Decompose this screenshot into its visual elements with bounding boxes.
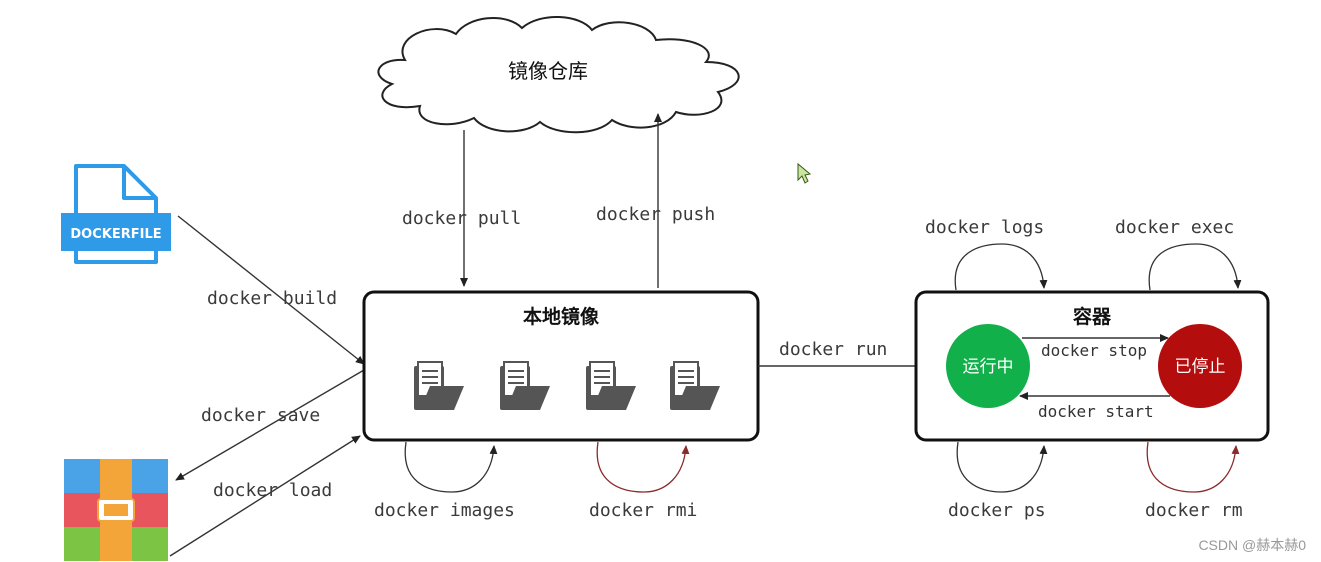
- save-arrow: [175, 369, 365, 481]
- local-images-box: 本地镜像: [362, 290, 760, 442]
- rm-loop-arrow: [1146, 441, 1240, 493]
- pull-command-label: docker pull: [402, 208, 521, 229]
- registry-cloud: 镜像仓库: [377, 16, 740, 134]
- mouse-cursor-icon: [797, 162, 812, 184]
- running-state-circle: [946, 324, 1030, 408]
- load-arrow: [169, 435, 361, 557]
- build-arrow: [177, 215, 365, 365]
- folder-doc-icon: [414, 361, 464, 410]
- folder-doc-icon: [670, 361, 720, 410]
- folder-doc-icon: [500, 361, 550, 410]
- stop-command-label: docker stop: [1041, 341, 1147, 360]
- dockerfile-label: DOCKERFILE: [70, 227, 161, 242]
- registry-label: 镜像仓库: [508, 59, 588, 83]
- ps-loop-arrow: [956, 441, 1048, 493]
- images-command-label: docker images: [374, 500, 515, 521]
- start-command-label: docker start: [1038, 402, 1154, 421]
- running-state-label: 运行中: [963, 357, 1014, 377]
- push-command-label: docker push: [596, 204, 715, 225]
- container-title: 容器: [1073, 305, 1112, 328]
- ps-command-label: docker ps: [948, 500, 1046, 521]
- run-command-label: docker run: [779, 339, 887, 360]
- load-command-label: docker load: [213, 480, 332, 501]
- images-loop-arrow: [404, 441, 498, 493]
- save-command-label: docker save: [201, 405, 320, 426]
- build-command-label: docker build: [207, 288, 337, 309]
- watermark-text: CSDN @赫本赫0: [1198, 537, 1306, 553]
- folder-doc-icon: [586, 361, 636, 410]
- archive-icon: [64, 459, 168, 561]
- rmi-loop-arrow: [596, 441, 690, 493]
- logs-loop-arrow: [954, 243, 1048, 291]
- rmi-command-label: docker rmi: [589, 500, 697, 521]
- stopped-state-label: 已停止: [1175, 357, 1226, 377]
- exec-loop-arrow: [1148, 243, 1242, 291]
- dockerfile-icon: DOCKERFILE: [61, 164, 171, 264]
- stopped-state-circle: [1158, 324, 1242, 408]
- rm-command-label: docker rm: [1145, 500, 1243, 521]
- cloud-icon: [377, 16, 740, 134]
- exec-command-label: docker exec: [1115, 217, 1234, 238]
- logs-command-label: docker logs: [925, 217, 1044, 238]
- local-images-title: 本地镜像: [523, 305, 600, 328]
